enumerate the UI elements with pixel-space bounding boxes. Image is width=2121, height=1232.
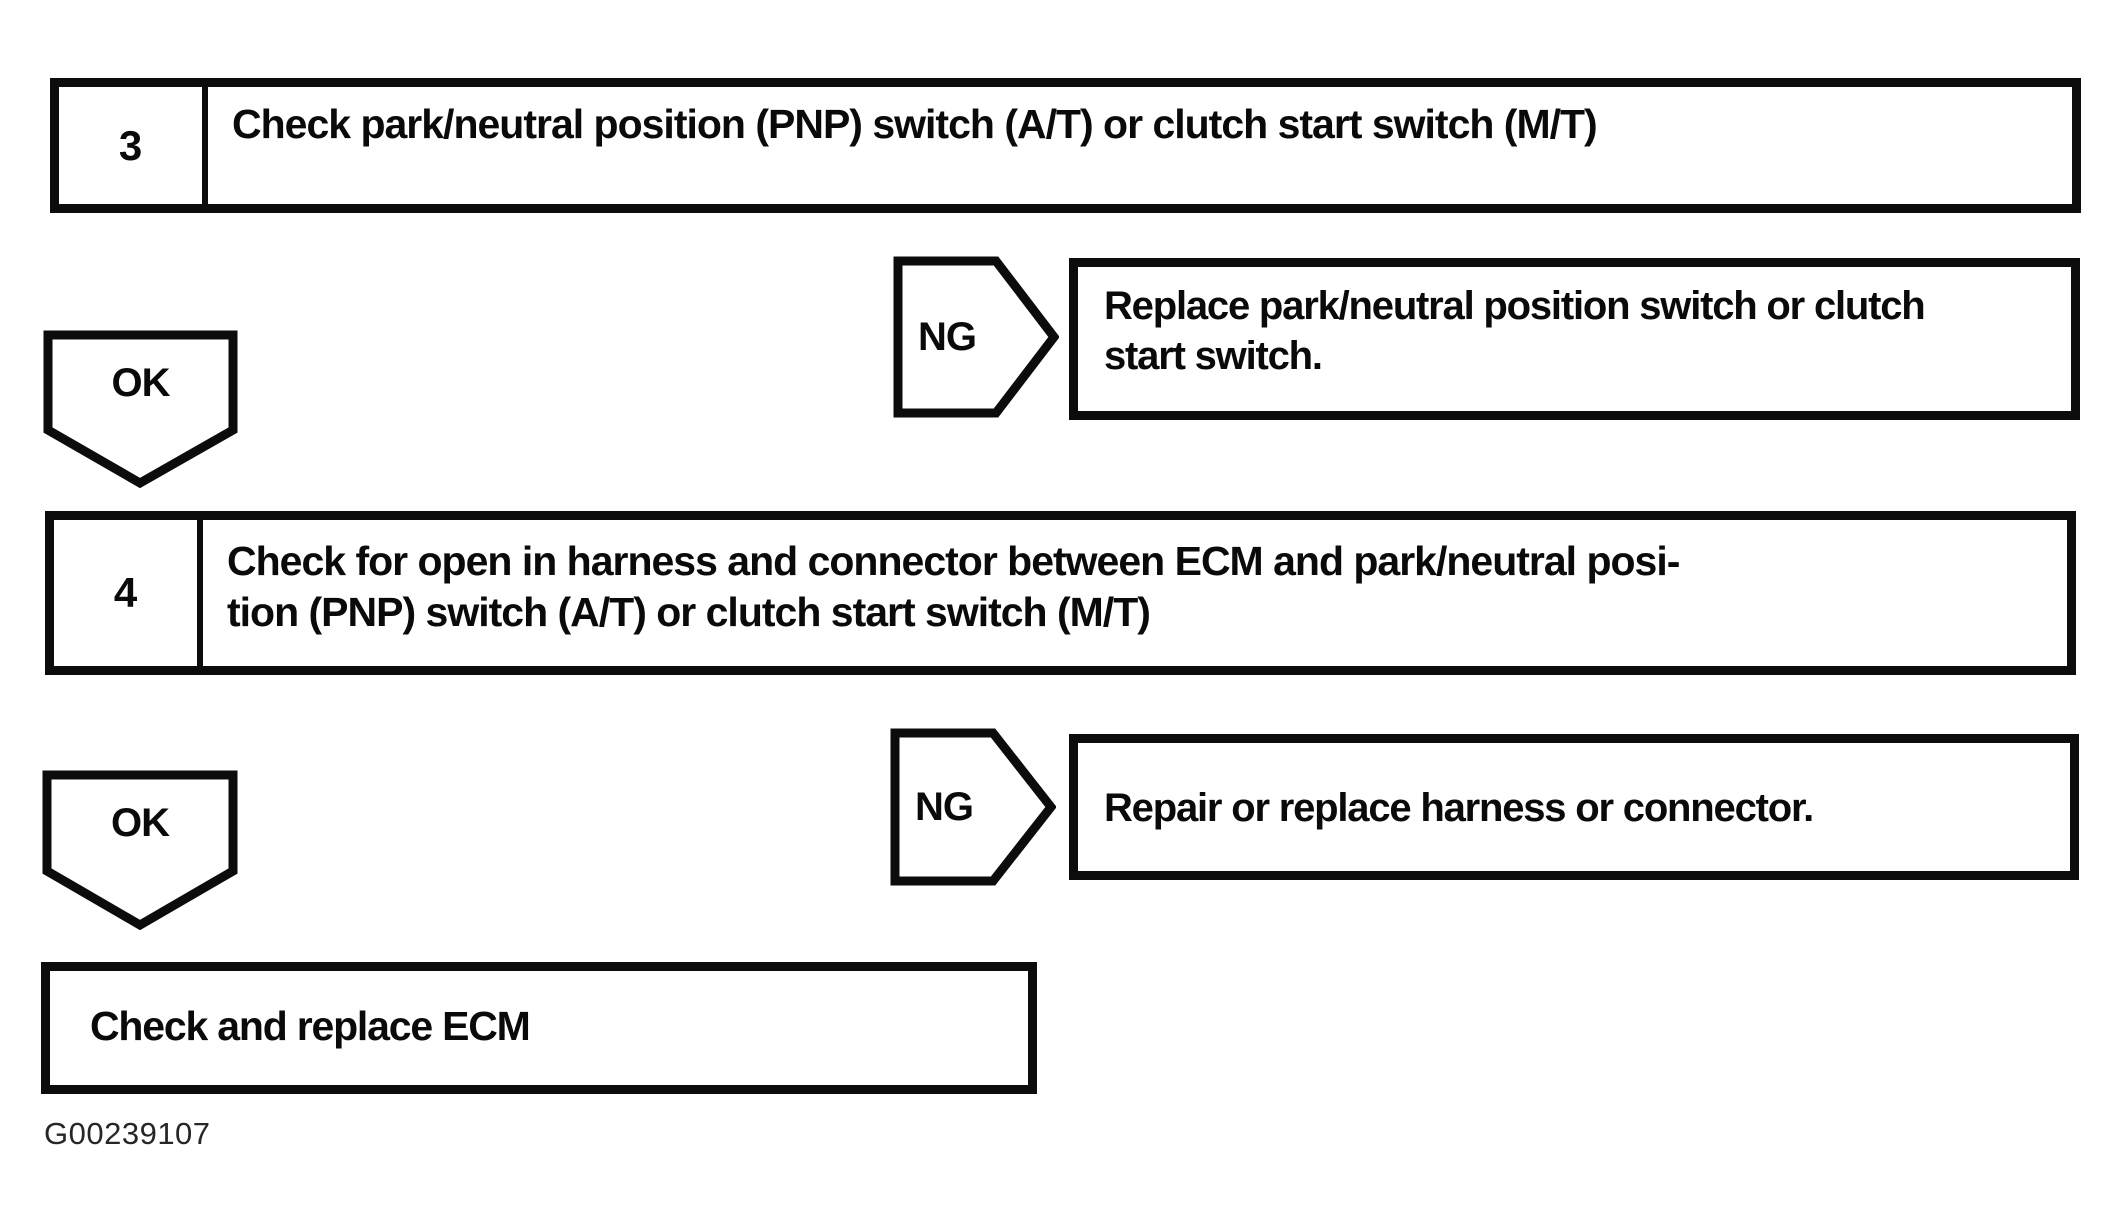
ng-arrow-2: NG xyxy=(890,728,1056,886)
ng-pentagon-shape xyxy=(890,728,1056,886)
ng-arrow-1: NG xyxy=(893,256,1059,418)
ng-arrow-2-label: NG xyxy=(915,784,974,829)
final-action-box: Check and replace ECM xyxy=(41,962,1037,1094)
step-3-number: 3 xyxy=(59,87,208,204)
ok-arrow-1: OK xyxy=(43,330,238,488)
result-box-replace-switch: Replace park/neutral position switch or … xyxy=(1069,258,2080,420)
result-box-repair-harness: Repair or replace harness or connector. xyxy=(1069,734,2079,880)
result-replace-line-1: Replace park/neutral position switch or … xyxy=(1104,284,1926,328)
step-4-text-line-1: Check for open in harness and connector … xyxy=(227,538,1680,584)
step-3-text: Check park/neutral position (PNP) switch… xyxy=(208,87,1615,204)
result-repair-line-1: Repair or replace harness or connector. xyxy=(1104,786,1814,830)
step-3-box: 3 Check park/neutral position (PNP) swit… xyxy=(50,78,2081,213)
step-3-text-line: Check park/neutral position (PNP) switch… xyxy=(232,101,1598,147)
step-4-box: 4 Check for open in harness and connecto… xyxy=(45,511,2076,675)
result-replace-line-2: start switch. xyxy=(1104,334,1323,378)
figure-code: G00239107 xyxy=(44,1116,211,1151)
step-4-number: 4 xyxy=(54,520,203,666)
final-action-text: Check and replace ECM xyxy=(90,1003,531,1049)
ok-pentagon-shape xyxy=(43,330,238,488)
ok-arrow-1-label: OK xyxy=(111,360,171,405)
ok-arrow-2: OK xyxy=(42,770,238,930)
step-4-text-line-2: tion (PNP) switch (A/T) or clutch start … xyxy=(227,589,1151,636)
ok-arrow-2-label: OK xyxy=(111,800,170,845)
ok-pentagon-shape xyxy=(42,770,238,930)
step-4-text: Check for open in harness and connector … xyxy=(203,520,1697,666)
ng-pentagon-shape xyxy=(893,256,1059,418)
ng-arrow-1-label: NG xyxy=(918,314,977,359)
